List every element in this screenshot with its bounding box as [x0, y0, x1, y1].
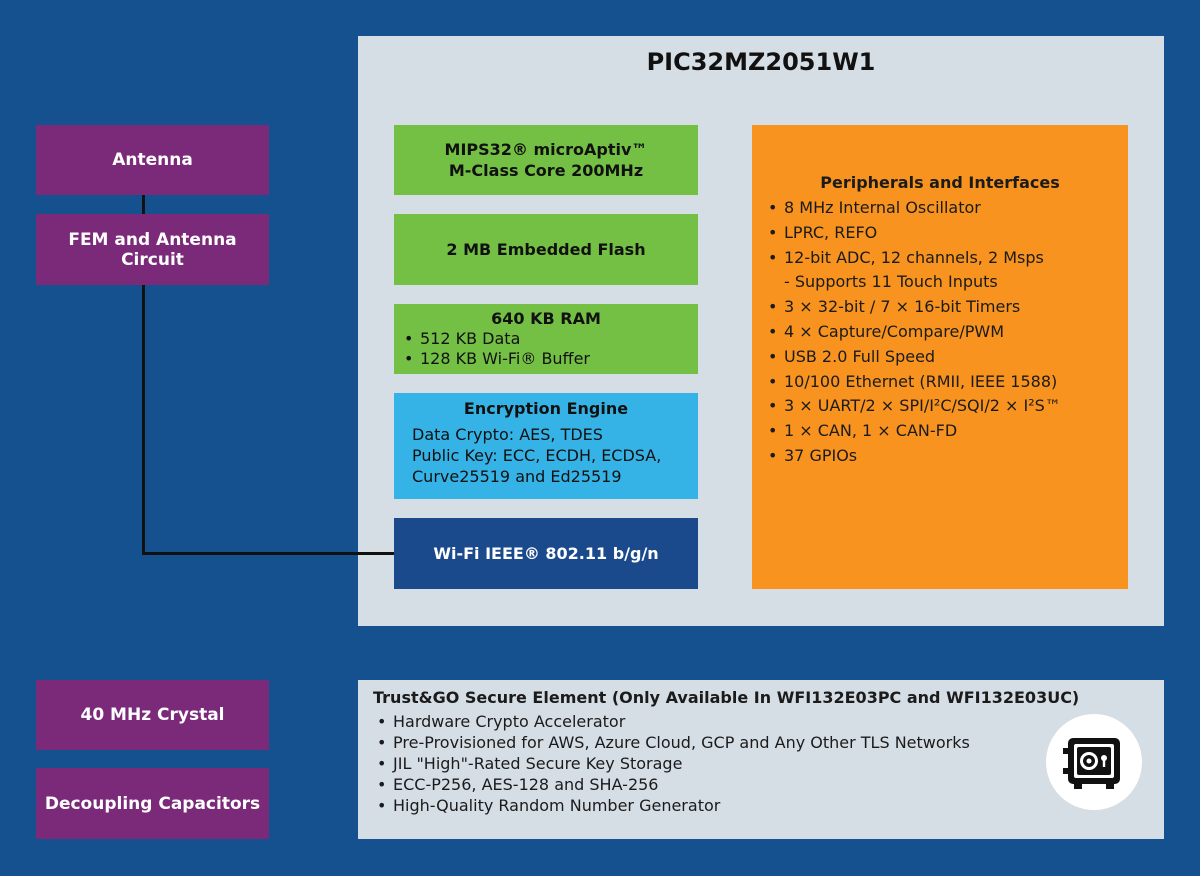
safe-lock-icon [1046, 714, 1142, 810]
ram-item: 512 KB Data [400, 329, 698, 349]
crystal-label: 40 MHz Crystal [80, 705, 225, 725]
encryption-line: Data Crypto: AES, TDES [412, 425, 603, 444]
fem-horizontal-line [142, 552, 395, 555]
wifi-label: Wi-Fi IEEE® 802.11 b/g/n [433, 544, 659, 563]
chip-title: PIC32MZ2051W1 [646, 48, 876, 76]
secure-element-item: Hardware Crypto Accelerator [373, 711, 1164, 732]
crystal-block: 40 MHz Crystal [36, 680, 269, 750]
antenna-label: Antenna [112, 150, 193, 170]
peripherals-title: Peripherals and Interfaces [820, 173, 1060, 192]
flash-block: 2 MB Embedded Flash [394, 214, 698, 285]
secure-element-list: Hardware Crypto Accelerator Pre-Provisio… [373, 711, 1164, 816]
antenna-block: Antenna [36, 125, 269, 195]
peripheral-item: 10/100 Ethernet (RMII, IEEE 1588) [764, 370, 1128, 395]
ram-block: 640 KB RAM 512 KB Data 128 KB Wi-Fi® Buf… [394, 304, 698, 374]
decoupling-capacitors-label: Decoupling Capacitors [44, 793, 261, 814]
core-line-2: M-Class Core 200MHz [448, 161, 644, 180]
ram-title: 640 KB RAM [491, 309, 601, 328]
ram-list: 512 KB Data 128 KB Wi-Fi® Buffer [394, 329, 698, 369]
secure-element-panel: Trust&GO Secure Element (Only Available … [358, 680, 1164, 839]
ram-item: 128 KB Wi-Fi® Buffer [400, 349, 698, 369]
decoupling-capacitors-block: Decoupling Capacitors [36, 768, 269, 839]
encryption-title: Encryption Engine [463, 399, 629, 418]
secure-element-item: High-Quality Random Number Generator [373, 795, 1164, 816]
peripheral-item: 4 × Capture/Compare/PWM [764, 320, 1128, 345]
peripheral-item: 12-bit ADC, 12 channels, 2 Msps [764, 246, 1128, 271]
peripherals-block: Peripherals and Interfaces 8 MHz Interna… [752, 125, 1128, 589]
fem-vertical-line [142, 285, 145, 555]
encryption-line: Public Key: ECC, ECDH, ECDSA, [412, 446, 662, 465]
fem-label: FEM and Antenna Circuit [68, 229, 237, 270]
peripheral-item: 3 × 32-bit / 7 × 16-bit Timers [764, 295, 1128, 320]
secure-element-item: Pre-Provisioned for AWS, Azure Cloud, GC… [373, 732, 1164, 753]
peripheral-item: USB 2.0 Full Speed [764, 345, 1128, 370]
peripheral-item: LPRC, REFO [764, 221, 1128, 246]
secure-element-item: JIL "High"-Rated Secure Key Storage [373, 753, 1164, 774]
antenna-connector-line [142, 195, 145, 214]
peripheral-item: 3 × UART/2 × SPI/I²C/SQI/2 × I²S™ [764, 394, 1128, 419]
encryption-block: Encryption Engine Data Crypto: AES, TDES… [394, 393, 698, 499]
secure-element-item: ECC-P256, AES-128 and SHA-256 [373, 774, 1164, 795]
secure-element-title: Trust&GO Secure Element (Only Available … [373, 688, 1080, 707]
peripherals-list: 8 MHz Internal Oscillator LPRC, REFO 12-… [764, 196, 1128, 469]
encryption-line: Curve25519 and Ed25519 [412, 467, 622, 486]
peripheral-item: 37 GPIOs [764, 444, 1128, 469]
peripheral-item: 8 MHz Internal Oscillator [764, 196, 1128, 221]
core-block: MIPS32® microAptiv™ M-Class Core 200MHz [394, 125, 698, 195]
peripheral-item: 1 × CAN, 1 × CAN-FD [764, 419, 1128, 444]
fem-block: FEM and Antenna Circuit [36, 214, 269, 285]
flash-label: 2 MB Embedded Flash [446, 240, 646, 259]
peripheral-sub-item: - Supports 11 Touch Inputs [784, 272, 998, 292]
core-line-1: MIPS32® microAptiv™ [444, 140, 648, 159]
wifi-block: Wi-Fi IEEE® 802.11 b/g/n [394, 518, 698, 589]
